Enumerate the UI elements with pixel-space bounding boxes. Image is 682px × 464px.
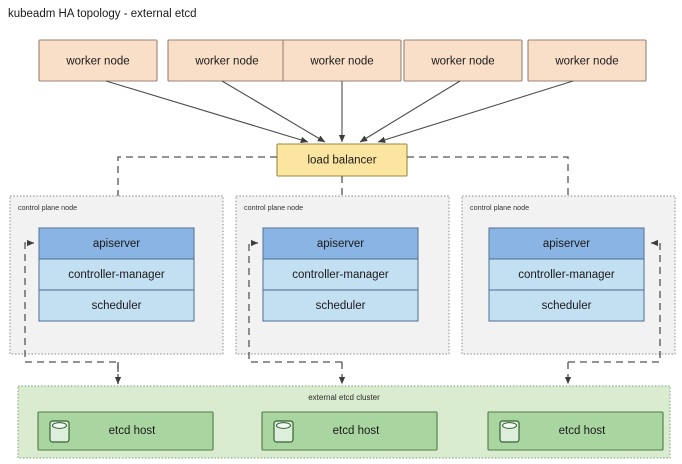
etcd-host-2[interactable]: etcd host <box>261 411 438 451</box>
worker-node-label: worker node <box>309 56 373 68</box>
database-cylinder-icon <box>499 420 520 443</box>
etcd-host-label: etcd host <box>333 425 380 437</box>
worker-node-label: worker node <box>430 56 494 68</box>
etcd-host-box <box>261 411 438 451</box>
controller-manager-label: controller-manager <box>68 269 165 281</box>
worker-4-to-lb-arrow <box>359 80 461 143</box>
etcd-to-apiserver-2-line <box>248 239 342 363</box>
etcd-host-3[interactable]: etcd host <box>487 411 664 451</box>
worker-node-label: worker node <box>65 56 129 68</box>
apiserver-rect <box>488 227 645 260</box>
load-balancer[interactable]: load balancer <box>276 143 408 177</box>
apiserver-label: apiserver <box>543 238 590 250</box>
etcd-host-box <box>487 411 664 451</box>
controller-manager-rect <box>38 258 195 291</box>
controller-manager-box-2[interactable]: controller-manager <box>262 258 419 291</box>
scheduler-box-1[interactable]: scheduler <box>38 289 195 322</box>
external-etcd-cluster[interactable]: external etcd cluster etcd host etcd hos… <box>17 385 671 459</box>
worker-node-box <box>527 39 647 82</box>
scheduler-rect <box>262 289 419 322</box>
scheduler-rect <box>488 289 645 322</box>
worker-node-1[interactable]: worker node <box>38 39 158 82</box>
apiserver-box-3[interactable]: apiserver <box>488 227 645 260</box>
controller-manager-rect <box>262 258 419 291</box>
page-title: kubeadm HA topology - external etcd <box>8 8 197 20</box>
controller-manager-label: controller-manager <box>518 269 615 281</box>
worker-node-row: worker node worker node worker node work… <box>38 39 647 82</box>
worker-node-label: worker node <box>554 56 618 68</box>
worker-5-to-lb-arrow <box>377 80 574 143</box>
worker-node-box <box>38 39 158 82</box>
controller-manager-rect <box>488 258 645 291</box>
worker-node-label: worker node <box>194 56 258 68</box>
scheduler-label: scheduler <box>542 300 592 312</box>
etcd-host-box <box>37 411 214 451</box>
control-plane-label: control plane node <box>18 203 77 212</box>
apiserver-box-2[interactable]: apiserver <box>262 227 419 260</box>
scheduler-box-2[interactable]: scheduler <box>262 289 419 322</box>
control-plane-label: control plane node <box>244 203 303 212</box>
control-plane-node-1[interactable]: control plane node apiserver controller-… <box>9 195 224 355</box>
worker-2-to-lb-arrow <box>221 80 326 143</box>
apiserver-label: apiserver <box>317 238 364 250</box>
etcd-cluster-label: external etcd cluster <box>308 393 380 402</box>
control-plane-node-3[interactable]: control plane node apiserver controller-… <box>461 195 676 355</box>
control-plane-label: control plane node <box>470 203 529 212</box>
worker-to-loadbalancer-links <box>105 80 574 143</box>
etcd-host-1[interactable]: etcd host <box>37 411 214 451</box>
etcd-host-label: etcd host <box>109 425 156 437</box>
scheduler-label: scheduler <box>316 300 366 312</box>
worker-node-3[interactable]: worker node <box>282 39 402 82</box>
worker-node-4[interactable]: worker node <box>403 39 523 82</box>
apiserver-to-etcd-links <box>24 239 661 385</box>
etcd-host-label: etcd host <box>559 425 606 437</box>
worker-1-to-lb-arrow <box>105 80 309 143</box>
apiserver-box-1[interactable]: apiserver <box>38 227 195 260</box>
scheduler-rect <box>38 289 195 322</box>
controller-manager-label: controller-manager <box>292 269 389 281</box>
worker-node-box <box>403 39 523 82</box>
controller-manager-box-1[interactable]: controller-manager <box>38 258 195 291</box>
apiserver-label: apiserver <box>93 238 140 250</box>
controller-manager-box-3[interactable]: controller-manager <box>488 258 645 291</box>
control-plane-node-2[interactable]: control plane node apiserver controller-… <box>235 195 450 355</box>
worker-node-2[interactable]: worker node <box>167 39 287 82</box>
scheduler-label: scheduler <box>92 300 142 312</box>
scheduler-box-3[interactable]: scheduler <box>488 289 645 322</box>
etcd-to-apiserver-1-line <box>24 239 119 384</box>
load-balancer-label: load balancer <box>307 155 376 167</box>
database-cylinder-icon <box>49 420 70 443</box>
database-cylinder-icon <box>273 420 294 443</box>
worker-node-5[interactable]: worker node <box>527 39 647 82</box>
